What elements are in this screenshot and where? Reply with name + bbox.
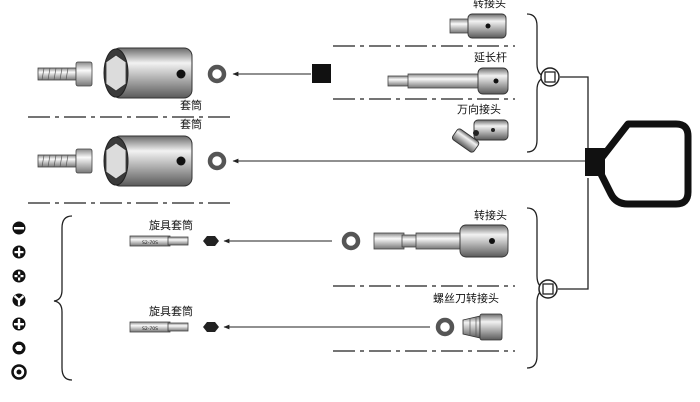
square-drive-icon-top: [540, 67, 560, 87]
cross-bit-icon: [12, 317, 26, 331]
bolt-icon-2: [37, 148, 93, 174]
hex-symbol-icon: [203, 322, 219, 332]
bit-type-icons: [11, 221, 27, 380]
connector-line: [558, 178, 589, 290]
label-screwdriver-adapter: 螺丝刀转接头: [433, 292, 499, 305]
universal-joint-icon: [451, 119, 509, 153]
tri-wing-bit-icon: [12, 293, 26, 307]
separator-lines: [28, 45, 515, 352]
slotted-bit-icon: [12, 221, 26, 235]
label-socket-1: 套筒: [180, 99, 202, 112]
label-screwdriver-socket-1: 旋具套筒: [149, 219, 193, 232]
label-top-adapter: 转接头: [473, 0, 506, 10]
phillips-bit-icon: [12, 245, 26, 259]
washer-icon: [207, 64, 227, 84]
label-universal-joint: 万向接头: [457, 103, 501, 116]
bit-marking-2: S2-70S: [142, 326, 158, 332]
bolt-icon-1: [37, 61, 93, 87]
connector-line: [560, 76, 589, 150]
left-brace: [53, 215, 73, 381]
impact-socket-icon-2: [103, 135, 193, 187]
label-adapter: 转接头: [474, 209, 507, 222]
hex-symbol-icon: [203, 236, 219, 246]
square-adapter-symbol: [312, 64, 331, 83]
square-drive-icon-bottom: [538, 279, 558, 299]
washer-icon: [435, 317, 455, 337]
label-socket-2: 套筒: [180, 118, 202, 131]
screwdriver-adapter-icon: [462, 313, 503, 341]
label-extension-bar: 延长杆: [474, 51, 507, 64]
extension-bar-icon: [387, 67, 509, 95]
torx-bit-icon: [11, 364, 27, 380]
adapter-icon-top: [449, 13, 507, 39]
hex-bit-icon: [12, 341, 26, 355]
adapter-icon-bottom: [373, 224, 509, 258]
label-screwdriver-socket-2: 旋具套筒: [149, 305, 193, 318]
t-handle-icon: [585, 120, 692, 208]
pozidriv-bit-icon: [12, 269, 26, 283]
washers: [207, 64, 455, 337]
bit-marking-1: S2-70S: [142, 240, 158, 246]
screwdriver-bit-icon-2: [129, 321, 189, 333]
impact-socket-icon-1: [103, 47, 193, 99]
washer-icon: [341, 231, 361, 251]
washer-icon: [207, 151, 227, 171]
screwdriver-bit-icon-1: [129, 235, 189, 247]
